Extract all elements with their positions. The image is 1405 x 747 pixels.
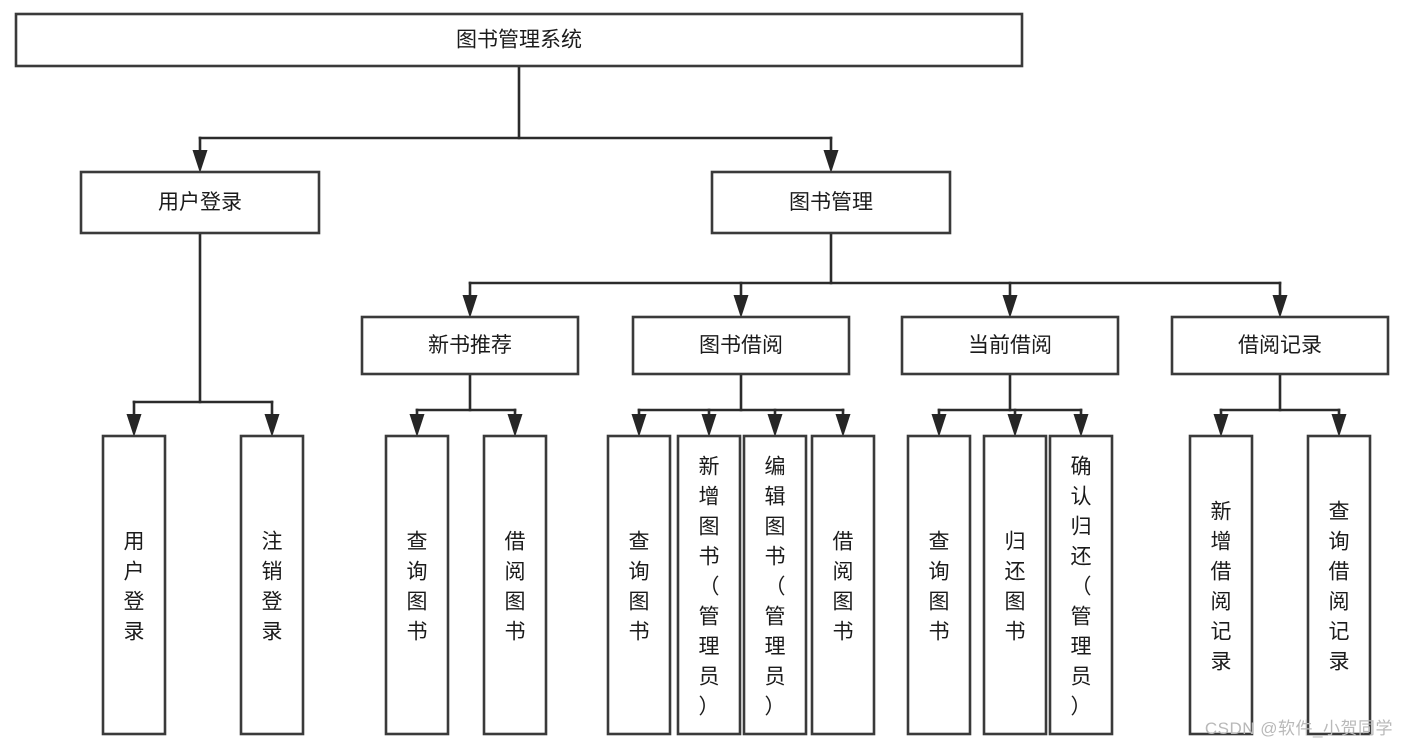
node-label-leaf-query-book-rec: 查询图书: [407, 530, 428, 643]
node-leaf-query-book-cur[interactable]: 查询图书: [906, 434, 972, 736]
node-label-leaf-query-record: 查询借阅记录: [1329, 500, 1350, 673]
node-label-leaf-add-record: 新增借阅记录: [1211, 500, 1232, 673]
node-box-leaf-query-book-borrow: [606, 434, 672, 736]
node-box-leaf-edit-book: [742, 434, 808, 736]
node-label-leaf-user-logout: 注销登录: [262, 530, 283, 643]
node-label-book-manage: 图书管理: [789, 191, 873, 214]
node-box-leaf-query-book-cur: [906, 434, 972, 736]
node-leaf-user-login[interactable]: 用户登录: [101, 434, 167, 736]
node-label-leaf-borrow-book-rec: 借阅图书: [505, 530, 526, 643]
node-box-leaf-borrow-book: [810, 434, 876, 736]
node-box-borrow-record: [1170, 315, 1390, 376]
node-leaf-query-book-borrow[interactable]: 查询图书: [606, 434, 672, 736]
node-new-book-rec[interactable]: 新书推荐: [360, 315, 580, 376]
edge-group-borrow-record: [1213, 372, 1347, 437]
node-box-leaf-add-book: [676, 434, 742, 736]
node-leaf-borrow-book[interactable]: 借阅图书: [810, 434, 876, 736]
node-leaf-confirm-return[interactable]: 确认归还（管理员）: [1048, 434, 1114, 736]
node-box-leaf-query-record: [1306, 434, 1372, 736]
node-leaf-borrow-book-rec[interactable]: 借阅图书: [482, 434, 548, 736]
node-box-leaf-borrow-book-rec: [482, 434, 548, 736]
node-box-leaf-confirm-return: [1048, 434, 1114, 736]
node-leaf-add-book[interactable]: 新增图书（管理员）: [676, 434, 742, 736]
node-leaf-return-book[interactable]: 归还图书: [982, 434, 1048, 736]
node-box-root: [14, 12, 1024, 68]
node-box-leaf-user-logout: [239, 434, 305, 736]
edges-layer: [126, 64, 1347, 437]
node-leaf-query-record[interactable]: 查询借阅记录: [1306, 434, 1372, 736]
node-label-leaf-edit-book: 编辑图书（管理员）: [765, 455, 786, 718]
node-label-root: 图书管理系统: [456, 29, 582, 52]
node-leaf-edit-book[interactable]: 编辑图书（管理员）: [742, 434, 808, 736]
node-label-new-book-rec: 新书推荐: [428, 334, 512, 357]
node-label-current-borrow: 当前借阅: [968, 334, 1052, 357]
node-box-leaf-add-record: [1188, 434, 1254, 736]
edge-group-new-book-rec: [409, 372, 523, 437]
node-book-borrow[interactable]: 图书借阅: [631, 315, 851, 376]
node-box-book-borrow: [631, 315, 851, 376]
edge-group-book-manage: [462, 231, 1288, 318]
node-root[interactable]: 图书管理系统: [14, 12, 1024, 68]
node-label-leaf-confirm-return: 确认归还（管理员）: [1071, 455, 1092, 718]
node-leaf-user-logout[interactable]: 注销登录: [239, 434, 305, 736]
nodes-layer: 图书管理系统用户登录图书管理新书推荐图书借阅当前借阅借阅记录用户登录注销登录查询…: [14, 12, 1390, 736]
edge-group-root: [192, 64, 839, 173]
node-label-leaf-add-book: 新增图书（管理员）: [699, 455, 720, 718]
edge-group-current-borrow: [931, 372, 1089, 437]
node-user-login[interactable]: 用户登录: [79, 170, 321, 235]
node-label-leaf-return-book: 归还图书: [1005, 530, 1026, 643]
node-box-book-manage: [710, 170, 952, 235]
node-current-borrow[interactable]: 当前借阅: [900, 315, 1120, 376]
node-label-leaf-borrow-book: 借阅图书: [833, 530, 854, 643]
node-box-user-login: [79, 170, 321, 235]
node-label-leaf-query-book-cur: 查询图书: [929, 530, 950, 643]
node-label-leaf-query-book-borrow: 查询图书: [629, 530, 650, 643]
node-box-leaf-user-login: [101, 434, 167, 736]
node-box-leaf-return-book: [982, 434, 1048, 736]
node-box-current-borrow: [900, 315, 1120, 376]
node-leaf-add-record[interactable]: 新增借阅记录: [1188, 434, 1254, 736]
node-book-manage[interactable]: 图书管理: [710, 170, 952, 235]
node-label-leaf-user-login: 用户登录: [124, 530, 145, 643]
node-box-leaf-query-book-rec: [384, 434, 450, 736]
node-box-new-book-rec: [360, 315, 580, 376]
node-label-borrow-record: 借阅记录: [1238, 334, 1322, 357]
node-borrow-record[interactable]: 借阅记录: [1170, 315, 1390, 376]
edge-group-user-login: [126, 231, 280, 437]
node-label-user-login: 用户登录: [158, 191, 242, 214]
edge-group-book-borrow: [631, 372, 851, 437]
node-label-book-borrow: 图书借阅: [699, 334, 783, 357]
node-leaf-query-book-rec[interactable]: 查询图书: [384, 434, 450, 736]
